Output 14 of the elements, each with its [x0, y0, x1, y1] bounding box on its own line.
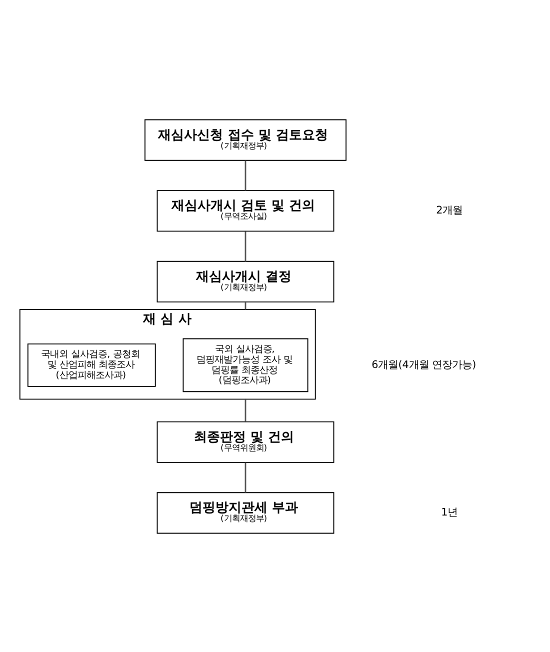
node-box: 재심사개시 결정 (기획재정부) [156, 260, 334, 302]
node-box: 덤핑방지관세 부과 (기획재정부) [156, 492, 334, 534]
node-box: 국내외 실사검증, 공청회 및 산업피해 최종조사 (산업피해조사과) [27, 343, 156, 386]
label: 2개월 [436, 204, 463, 216]
label: 6개월(4개월 연장가능) [372, 358, 476, 370]
connector [244, 230, 246, 261]
connector [244, 160, 246, 190]
connector [244, 462, 246, 492]
node-box: 재심사신청 접수 및 검토요청 (기획재정부) [144, 118, 346, 160]
connector [244, 398, 246, 422]
node-box: 국외 실사검증, 덤핑재발가능성 조사 및 덤핑률 최종산정 (덤핑조사과) [182, 338, 308, 392]
label: 1년 [441, 506, 458, 518]
node-box: 재심사개시 검토 및 건의 (무역조사실) [156, 190, 334, 232]
node-box: 최종판정 및 건의 (무역위원회) [156, 420, 334, 462]
